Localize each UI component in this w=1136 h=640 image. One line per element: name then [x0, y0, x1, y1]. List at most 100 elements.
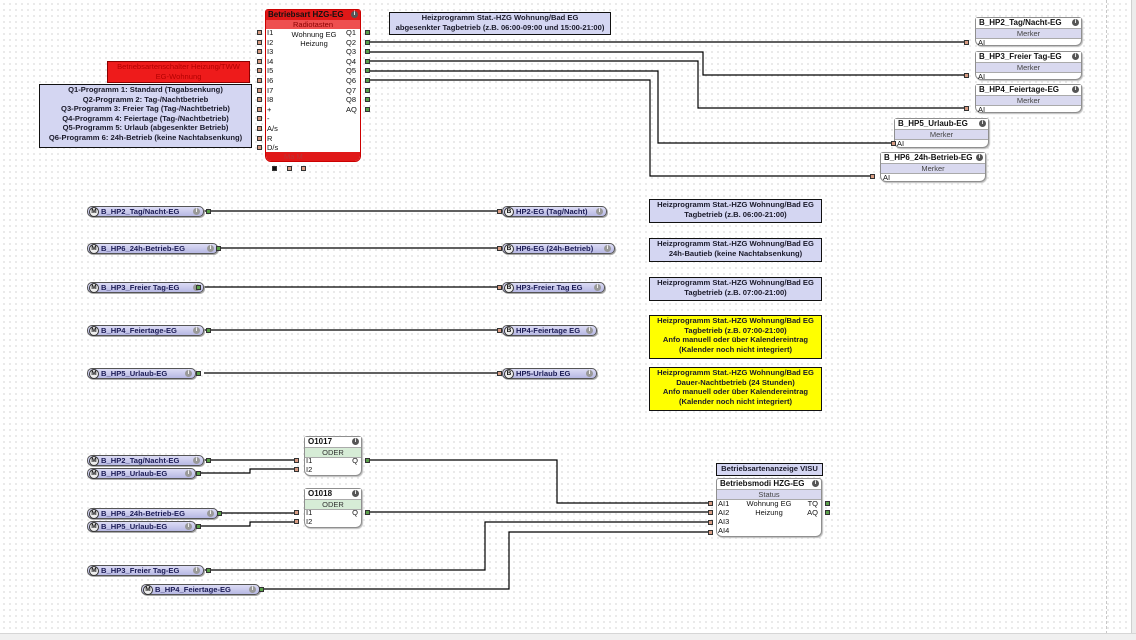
- info-icon[interactable]: i: [193, 327, 200, 334]
- vertical-scrollbar[interactable]: [1131, 0, 1136, 639]
- input-pin[interactable]: [294, 519, 299, 524]
- merker-ref-hp3[interactable]: MB_HP3_Freier Tag-EGi: [87, 282, 204, 293]
- input-pin[interactable]: [708, 530, 713, 535]
- input-pin[interactable]: [257, 49, 262, 55]
- info-icon[interactable]: i: [812, 480, 819, 487]
- output-pin[interactable]: [217, 511, 222, 516]
- input-pin[interactable]: [497, 371, 502, 376]
- output-pin[interactable]: [365, 39, 370, 45]
- info-icon[interactable]: i: [586, 327, 593, 334]
- info-icon[interactable]: i: [193, 457, 200, 464]
- output-pin[interactable]: [196, 471, 201, 476]
- output-pin[interactable]: [825, 501, 830, 506]
- output-pin[interactable]: [365, 458, 370, 463]
- info-icon[interactable]: i: [594, 284, 601, 291]
- input-pin[interactable]: [964, 73, 969, 78]
- input-pin[interactable]: [708, 510, 713, 515]
- info-icon[interactable]: i: [249, 586, 256, 593]
- info-icon[interactable]: i: [185, 470, 192, 477]
- input-pin[interactable]: [257, 58, 262, 64]
- output-pin[interactable]: [365, 68, 370, 74]
- input-pin[interactable]: [497, 328, 502, 333]
- input-pin[interactable]: [257, 145, 262, 151]
- input-pin[interactable]: [497, 209, 502, 214]
- output-pin[interactable]: [196, 524, 201, 529]
- input-pin[interactable]: [497, 285, 502, 290]
- horizontal-scrollbar[interactable]: [0, 633, 1136, 640]
- input-pin[interactable]: [497, 246, 502, 251]
- input-pin[interactable]: [257, 68, 262, 74]
- input-pin[interactable]: [294, 510, 299, 515]
- info-icon[interactable]: i: [976, 154, 983, 161]
- output-pin[interactable]: [216, 246, 221, 251]
- output-pin[interactable]: [365, 30, 370, 35]
- input-pin[interactable]: [257, 78, 262, 83]
- output-pin[interactable]: [365, 87, 370, 93]
- output-pin[interactable]: [259, 587, 264, 592]
- output-pin[interactable]: [825, 510, 830, 515]
- input-pin[interactable]: [708, 501, 713, 506]
- input-pin[interactable]: [964, 40, 969, 45]
- output-pin[interactable]: [196, 285, 201, 290]
- output-pin[interactable]: [365, 78, 370, 83]
- bottom-pin[interactable]: [301, 166, 306, 171]
- input-pin[interactable]: [257, 116, 262, 122]
- info-icon[interactable]: i: [185, 523, 192, 530]
- info-icon[interactable]: i: [1072, 19, 1079, 26]
- output-pin[interactable]: [365, 58, 370, 64]
- bottom-pin[interactable]: [272, 166, 277, 171]
- input-pin[interactable]: [257, 126, 262, 131]
- input-pin[interactable]: [257, 97, 262, 103]
- output-pin[interactable]: [206, 458, 211, 463]
- output-pin[interactable]: [365, 510, 370, 515]
- output-pin[interactable]: [196, 371, 201, 376]
- input-pin[interactable]: [870, 174, 875, 179]
- input-pin[interactable]: [257, 106, 262, 112]
- info-icon[interactable]: i: [596, 208, 603, 215]
- bottom-pin[interactable]: [287, 166, 292, 171]
- info-icon[interactable]: i: [1072, 53, 1079, 60]
- info-icon[interactable]: i: [193, 567, 200, 574]
- info-icon[interactable]: i: [1072, 86, 1079, 93]
- input-pin[interactable]: [257, 135, 262, 141]
- info-icon[interactable]: i: [352, 490, 359, 497]
- info-icon[interactable]: i: [207, 245, 214, 252]
- output-pin[interactable]: [365, 97, 370, 103]
- input-pin[interactable]: [891, 141, 896, 146]
- output-pin[interactable]: [206, 568, 211, 573]
- input-pin[interactable]: [294, 458, 299, 463]
- input-pin[interactable]: [708, 520, 713, 525]
- info-icon[interactable]: i: [185, 370, 192, 377]
- output-pin[interactable]: [365, 49, 370, 55]
- info-icon[interactable]: i: [352, 438, 359, 445]
- info-icon[interactable]: i: [193, 208, 200, 215]
- input-pin[interactable]: [294, 467, 299, 472]
- output-pin[interactable]: [206, 209, 211, 214]
- input-pin[interactable]: [257, 87, 262, 93]
- info-icon[interactable]: i: [351, 11, 358, 18]
- output-pin[interactable]: [365, 106, 370, 112]
